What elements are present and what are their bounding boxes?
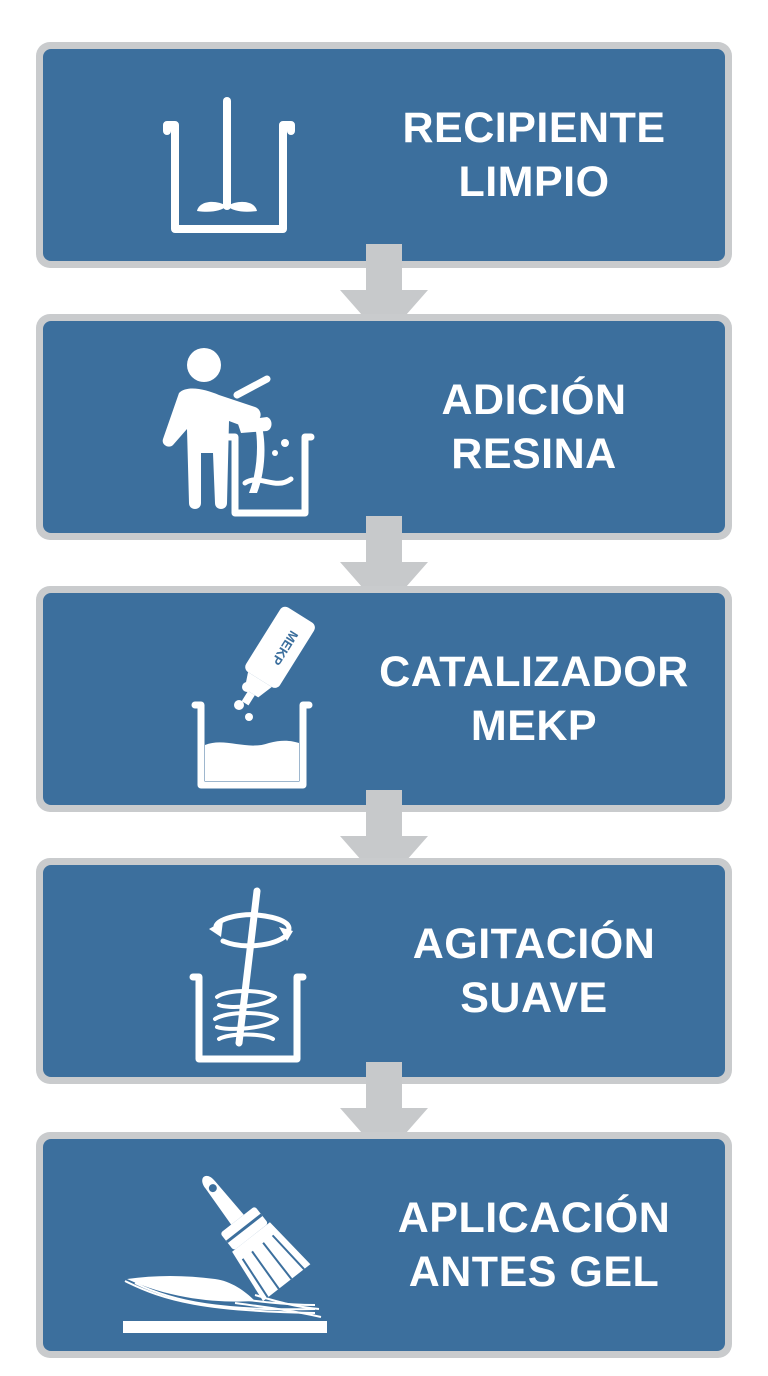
step-2: ADICIÓN RESINA [36, 314, 732, 540]
step-3-panel: MEKP CATALIZADOR MEKP [43, 593, 725, 805]
down-arrow-icon [340, 790, 428, 886]
step-1-label: RECIPIENTE LIMPIO [402, 104, 666, 206]
person-pouring-resin-icon [162, 348, 315, 517]
paintbrush-application-icon [123, 1175, 327, 1333]
step-3: MEKP CATALIZADOR MEKP [36, 586, 732, 812]
step-2-label: ADICIÓN RESINA [441, 376, 627, 478]
down-arrow-icon [340, 1062, 428, 1158]
step-3-label: CATALIZADOR MEKP [379, 648, 689, 750]
step-5-panel: APLICACIÓN ANTES GEL [43, 1139, 725, 1351]
step-4-panel: AGITACIÓN SUAVE [43, 865, 725, 1077]
catalyst-bottle-icon: MEKP [191, 606, 315, 789]
step-5-label: APLICACIÓN ANTES GEL [397, 1194, 671, 1296]
step-1-panel: RECIPIENTE LIMPIO [43, 49, 725, 261]
step-2-panel: ADICIÓN RESINA [43, 321, 725, 533]
step-5: APLICACIÓN ANTES GEL [36, 1132, 732, 1358]
down-arrow-icon [340, 244, 428, 340]
step-4-label: AGITACIÓN SUAVE [412, 920, 656, 1022]
step-1: RECIPIENTE LIMPIO [36, 42, 732, 268]
clean-container-icon [163, 97, 295, 233]
down-arrow-icon [340, 516, 428, 612]
step-4: AGITACIÓN SUAVE [36, 858, 732, 1084]
stirring-container-icon [189, 887, 307, 1063]
